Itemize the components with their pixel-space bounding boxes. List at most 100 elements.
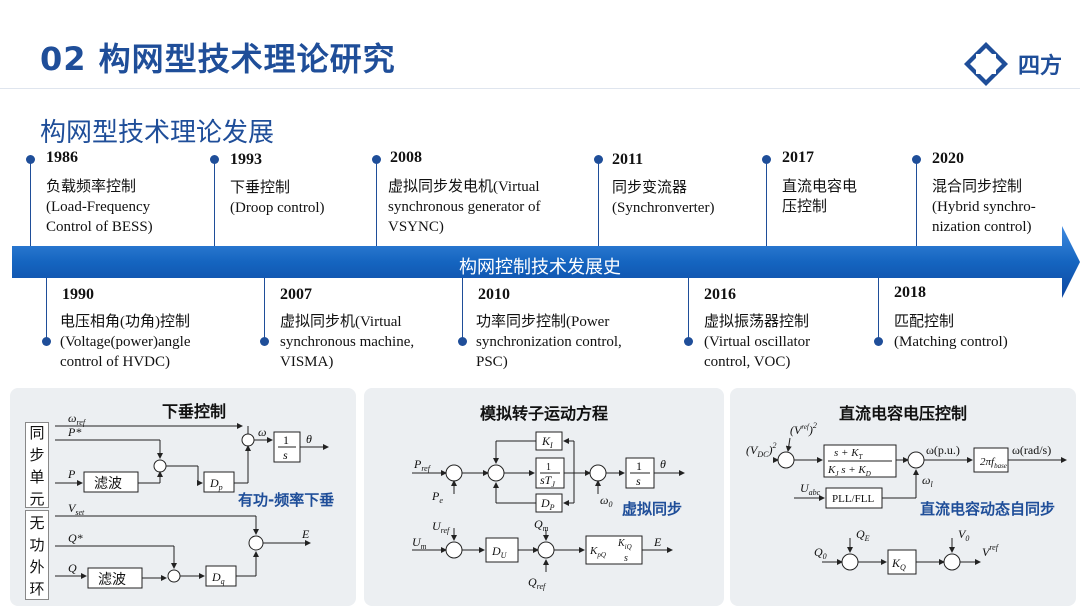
timeline-stem xyxy=(688,278,689,340)
sym-omega: ω xyxy=(258,425,266,439)
timeline-stem xyxy=(462,278,463,340)
timeline-stem xyxy=(30,162,31,246)
sym-kiq: KiQ xyxy=(617,538,632,551)
tf-num: s + KT xyxy=(834,447,864,461)
timeline-dot xyxy=(594,155,603,164)
event-text: 匹配控制 (Matching control) xyxy=(894,314,1008,350)
sym-q: Q xyxy=(68,561,77,575)
tf-num: 1 xyxy=(546,462,551,473)
sym-qm: Qm xyxy=(534,517,549,533)
sym-v0: V0 xyxy=(958,527,969,543)
sym-v-set: Vset xyxy=(68,501,85,517)
timeline-arrow xyxy=(12,226,1080,298)
event-year: 2018 xyxy=(894,284,926,301)
timeline-stem xyxy=(916,162,917,246)
sym-uref: Uref xyxy=(432,519,451,535)
event-text: 电压相角(功角)控制 (Voltage(power)angle control … xyxy=(60,314,191,370)
sym-p: P xyxy=(67,467,76,481)
timeline-stem xyxy=(264,278,265,340)
company-logo-icon xyxy=(964,42,1008,86)
event-year: 2016 xyxy=(704,286,736,303)
panel-title: 下垂控制 xyxy=(161,402,226,421)
sym-qe: QE xyxy=(856,527,870,543)
droop-block-diagram: ωref P* P Dp ω θ Vset Q* Q Dq E 1 s 滤波 滤… xyxy=(55,411,329,589)
logo-text: 四方 xyxy=(1018,54,1063,79)
event-year: 2011 xyxy=(612,151,644,168)
event-text: 直流电容电 压控制 xyxy=(782,179,858,215)
sym-s: s xyxy=(624,553,628,564)
section-subtitle: 构网型技术理论发展 xyxy=(40,118,275,148)
page-title: 02 构网型技术理论研究 xyxy=(40,40,396,78)
sym-vref: Vref xyxy=(982,543,1000,559)
timeline-stem xyxy=(598,162,599,246)
sym-omega0: ω0 xyxy=(600,493,612,509)
event-text: 虚拟同步发电机(Virtual synchronous generator of… xyxy=(388,179,541,235)
sym-qref: Qref xyxy=(528,575,547,591)
sym-ki: KI xyxy=(541,434,553,450)
side-label-box xyxy=(25,510,49,600)
sym-e: E xyxy=(653,535,662,549)
timeline-label: 构网控制技术发展史 xyxy=(459,257,621,278)
sym-dp: Dp xyxy=(209,476,223,492)
dc-capacitor-block-diagram: (VDC)2 (Vref)2 s + KT KJ s + KD ω(p.u.) … xyxy=(746,421,1067,575)
timeline-stem xyxy=(376,162,377,246)
event-year: 2020 xyxy=(932,150,964,167)
sym-omega-ref: ωref xyxy=(68,411,87,427)
timeline-dot xyxy=(874,337,883,346)
pll-block: PLL/FLL xyxy=(832,493,874,505)
virtual-rotor-block-diagram: Pref Pe KI sTJ DP ω0 θ Uref Um DU Qm Qre… xyxy=(412,431,685,591)
timeline-dot xyxy=(372,155,381,164)
sym-theta: θ xyxy=(306,432,312,446)
int-den: s xyxy=(636,474,641,488)
sym-um: Um xyxy=(412,535,427,551)
timeline-stem xyxy=(766,162,767,246)
sym-q-star: Q* xyxy=(68,531,83,545)
tf-den: KJ s + KD xyxy=(827,464,871,478)
droop-control-panel xyxy=(10,388,356,606)
sym-omega-rad: ω(rad/s) xyxy=(1012,443,1051,457)
sym-kq: KQ xyxy=(891,556,906,572)
timeline-dot xyxy=(684,337,693,346)
sym-vref-dc: (Vref)2 xyxy=(790,421,817,437)
sym-theta: θ xyxy=(660,457,666,471)
event-year: 1990 xyxy=(62,286,94,303)
event-text: 功率同步控制(Power synchronization control, PS… xyxy=(476,314,622,370)
sym-stj: sTJ xyxy=(540,473,555,489)
sym-pe: Pe xyxy=(431,489,443,505)
sym-pref: Pref xyxy=(413,457,432,473)
event-text: 混合同步控制 (Hybrid synchro- nization control… xyxy=(932,179,1036,235)
side-label-reactive: 无功外环 xyxy=(29,514,45,598)
side-label-box xyxy=(25,422,49,508)
droop-note: 有功-频率下垂 xyxy=(238,491,335,509)
event-text: 负载频率控制 (Load-Frequency Control of BESS) xyxy=(46,179,153,235)
event-year: 2007 xyxy=(280,286,312,303)
virtual-rotor-note: 虚拟同步 xyxy=(622,500,683,518)
event-text: 虚拟振荡器控制 (Virtual oscillator control, VOC… xyxy=(704,314,811,370)
dc-capacitor-note: 直流电容动态自同步 xyxy=(920,500,1056,518)
timeline-dot xyxy=(210,155,219,164)
timeline-dot xyxy=(260,337,269,346)
timeline-stem xyxy=(878,278,879,340)
event-text: 同步变流器 (Synchronverter) xyxy=(612,180,715,216)
panel-title: 模拟转子运动方程 xyxy=(479,404,608,423)
sym-vdc: (VDC)2 xyxy=(746,441,776,459)
panel-title: 直流电容电压控制 xyxy=(838,404,967,423)
sym-e: E xyxy=(301,527,310,541)
filter-block: 滤波 xyxy=(98,572,126,588)
sym-q0: Q0 xyxy=(814,545,827,561)
event-year: 1986 xyxy=(46,149,78,166)
sym-kpq: KpQ xyxy=(589,545,606,559)
sym-uabc: Uabc xyxy=(800,481,821,497)
event-text: 下垂控制 (Droop control) xyxy=(230,180,325,216)
event-year: 2008 xyxy=(390,149,422,166)
sym-dq: Dq xyxy=(211,570,225,586)
sym-omega-pu: ω(p.u.) xyxy=(926,443,960,457)
filter-block: 滤波 xyxy=(94,476,122,492)
timeline-dot xyxy=(912,155,921,164)
int-num: 1 xyxy=(636,459,642,473)
event-year: 2017 xyxy=(782,149,814,166)
int-den: s xyxy=(283,448,288,462)
timeline-stem xyxy=(214,162,215,246)
timeline-stem xyxy=(46,278,47,340)
int-num: 1 xyxy=(283,433,289,447)
